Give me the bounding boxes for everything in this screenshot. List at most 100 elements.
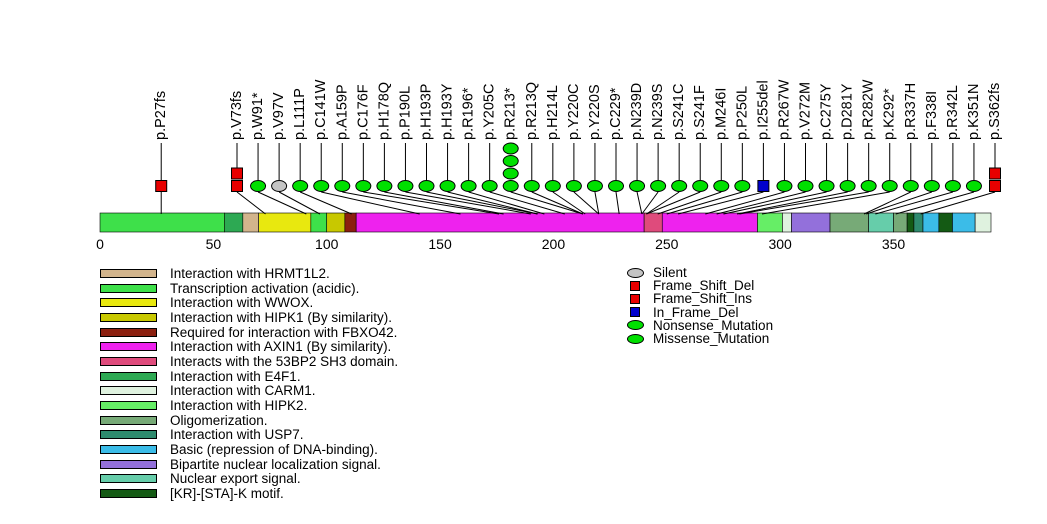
mutation-marker bbox=[355, 180, 372, 192]
mutation-type-legend-item: Frame_Shift_Ins bbox=[627, 291, 773, 307]
mutation-marker bbox=[292, 180, 309, 192]
mutation-marker bbox=[776, 180, 793, 192]
domain-color-swatch bbox=[100, 312, 157, 322]
domain-legend-label: Interacts with the 53BP2 SH3 domain. bbox=[170, 353, 399, 369]
protein-domain-segment bbox=[952, 212, 976, 233]
mutation-marker bbox=[250, 180, 267, 192]
domain-legend-label: Interaction with HRMT1L2. bbox=[170, 265, 330, 281]
domain-legend-item: Interaction with WWOX. bbox=[100, 295, 398, 310]
mutation-label: p.I255del bbox=[755, 80, 771, 140]
mutation-marker bbox=[231, 180, 243, 192]
mutation-label: p.K351N bbox=[966, 84, 982, 140]
mutation-label: p.K292* bbox=[882, 88, 898, 140]
mutation-marker bbox=[460, 180, 477, 192]
ellipse-marker-icon bbox=[627, 267, 644, 278]
mutation-label: p.C176F bbox=[355, 84, 371, 140]
axis-tick-label: 300 bbox=[768, 236, 792, 252]
mutation-marker bbox=[502, 155, 519, 167]
domain-legend-label: Interaction with HIPK2. bbox=[170, 398, 308, 414]
domain-color-swatch bbox=[100, 401, 157, 411]
mutation-label: p.A159P bbox=[334, 84, 350, 140]
lollipop-connector bbox=[863, 191, 911, 215]
lollipop-connector bbox=[278, 191, 321, 215]
domain-color-swatch bbox=[100, 474, 157, 484]
protein-domain-segment bbox=[782, 212, 792, 233]
protein-domain-segment bbox=[829, 212, 869, 233]
mutation-label: p.R196* bbox=[461, 87, 477, 140]
mutation-type-legend-label: Frame_Shift_Ins bbox=[653, 291, 753, 307]
mutation-label: p.L111P bbox=[292, 88, 308, 140]
lollipop-connector bbox=[236, 191, 266, 215]
mutation-marker bbox=[944, 180, 961, 192]
lollipop-connector bbox=[636, 191, 643, 215]
lollipop-connector bbox=[895, 191, 975, 215]
domain-legend-item: Interacts with the 53BP2 SH3 domain. bbox=[100, 354, 398, 369]
protein-domain-segment bbox=[757, 212, 783, 233]
protein-domain-segment bbox=[868, 212, 894, 233]
mutation-label: p.P190L bbox=[397, 86, 413, 140]
mutation-type-legend-item: In_Frame_Del bbox=[627, 305, 773, 320]
mutation-label: p.V73fs bbox=[229, 91, 245, 140]
domain-color-swatch bbox=[100, 386, 157, 396]
mutation-label: p.M246I bbox=[713, 88, 729, 140]
protein-domain-segment bbox=[326, 212, 346, 233]
mutation-marker bbox=[902, 180, 919, 192]
domain-color-swatch bbox=[100, 459, 157, 469]
mutation-label: p.Y220C bbox=[566, 84, 582, 140]
domain-legend-label: [KR]-[STA]-K motif. bbox=[170, 486, 284, 502]
domain-legend-item: Interaction with HRMT1L2. bbox=[100, 266, 398, 281]
domain-color-swatch bbox=[100, 430, 157, 440]
domain-legend-item: Basic (repression of DNA-binding). bbox=[100, 442, 398, 457]
mutation-type-legend-item: Frame_Shift_Del bbox=[627, 278, 773, 294]
mutation-label: p.H178Q bbox=[376, 82, 392, 140]
domain-color-swatch bbox=[100, 342, 157, 352]
lollipop-connector bbox=[646, 191, 680, 215]
mutation-marker bbox=[334, 180, 351, 192]
mutation-marker bbox=[586, 180, 603, 192]
mutation-marker bbox=[502, 142, 519, 155]
lollipop-connector bbox=[678, 191, 764, 215]
square-marker-icon bbox=[630, 307, 640, 318]
lollipop-connector bbox=[363, 191, 500, 215]
mutation-label: p.H214L bbox=[545, 85, 561, 140]
lollipop-connector bbox=[920, 191, 996, 215]
mutation-label: p.C141W bbox=[313, 79, 329, 140]
mutation-label: p.C229* bbox=[608, 87, 624, 140]
mutation-marker bbox=[608, 180, 624, 192]
mutation-marker bbox=[650, 180, 667, 192]
protein-domain-legend: Interaction with HRMT1L2.Transcription a… bbox=[100, 266, 398, 501]
protein-domain-segment bbox=[893, 212, 908, 233]
domain-color-swatch bbox=[100, 327, 157, 337]
mutation-label: p.D281Y bbox=[840, 83, 856, 140]
domain-color-swatch bbox=[100, 356, 157, 366]
lollipop-connector bbox=[866, 191, 932, 215]
axis-tick-label: 350 bbox=[882, 236, 906, 252]
lollipop-connector bbox=[447, 191, 538, 215]
square-marker-icon bbox=[630, 293, 640, 304]
mutation-marker bbox=[923, 180, 940, 192]
protein-domain-segment bbox=[643, 212, 663, 233]
lollipop-connector bbox=[761, 191, 890, 215]
mutation-marker bbox=[965, 180, 982, 192]
mutation-marker bbox=[397, 180, 414, 192]
mutation-type-legend-label: Frame_Shift_Del bbox=[653, 278, 755, 294]
domain-color-swatch bbox=[100, 445, 157, 455]
mutation-marker bbox=[839, 180, 856, 192]
mutation-marker bbox=[565, 180, 582, 192]
mutation-marker bbox=[418, 180, 435, 192]
domain-legend-item: Interaction with AXIN1 (By similarity). bbox=[100, 339, 398, 354]
mutation-marker bbox=[502, 167, 519, 180]
domain-legend-item: Interaction with HIPK1 (By similarity). bbox=[100, 310, 398, 325]
mutation-label: p.R342L bbox=[945, 85, 961, 140]
protein-domain-segment bbox=[938, 212, 953, 233]
axis-tick-label: 50 bbox=[206, 236, 222, 252]
mutation-marker bbox=[376, 180, 393, 192]
mutation-label: p.R213* bbox=[503, 87, 519, 140]
mutation-marker bbox=[313, 180, 330, 192]
domain-legend-label: Nuclear export signal. bbox=[170, 471, 301, 487]
axis-tick-label: 100 bbox=[315, 236, 339, 252]
lollipop-connector bbox=[405, 191, 531, 215]
lollipop-connector bbox=[641, 191, 659, 215]
lollipop-connector bbox=[739, 191, 869, 215]
lollipop-connector bbox=[342, 191, 461, 215]
